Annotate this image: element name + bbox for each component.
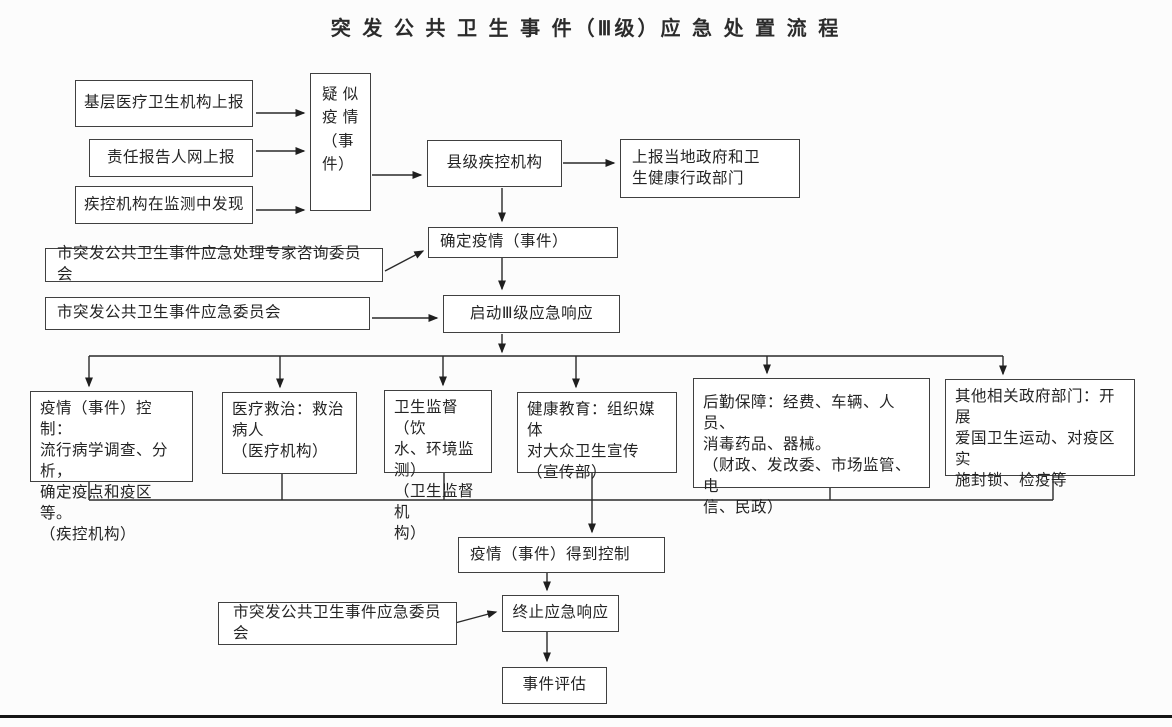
box-task-health-education: 健康教育：组织媒体 对大众卫生宣传 （宣传部） <box>517 392 677 481</box>
box-expert-advisory-committee: 市突发公共卫生事件应急处理专家咨询委员会 <box>45 245 383 283</box>
page-title: 突 发 公 共 卫 生 事 件（Ⅲ级）应 急 处 置 流 程 <box>330 18 842 40</box>
box-county-cdc: 县级疾控机构 <box>427 140 562 187</box>
box-terminate-response: 终止应急响应 <box>502 595 619 632</box>
box-confirm-epidemic: 确定疫情（事件） <box>428 227 618 258</box>
box-grassroots-report: 基层医疗卫生机构上报 <box>75 80 253 127</box>
box-event-evaluation: 事件评估 <box>502 667 607 704</box>
box-task-medical-treatment: 医疗救治：救治 病人 （医疗机构） <box>222 392 357 474</box>
box-task-health-supervision: 卫生监督（饮 水、环境监测） （卫生监督机 构） <box>384 390 492 542</box>
box-cdc-monitoring: 疾控机构在监测中发现 <box>75 186 253 224</box>
box-task-logistics: 后勤保障：经费、车辆、人员、 消毒药品、器械。 （财政、发改委、市场监管、电 信… <box>693 378 930 516</box>
box-emergency-committee-top: 市突发公共卫生事件应急委员会 <box>45 297 370 330</box>
bottom-divider <box>0 715 1172 718</box>
box-report-to-government: 上报当地政府和卫 生健康行政部门 <box>620 139 800 198</box>
box-task-epidemic-control: 疫情（事件）控制： 流行病学调查、分析， 确定疫点和疫区等。 （疾控机构） <box>30 391 193 543</box>
box-task-other-government: 其他相关政府部门：开展 爱国卫生运动、对疫区实 施封锁、检疫等 <box>945 379 1135 489</box>
box-epidemic-controlled: 疫情（事件）得到控制 <box>458 537 665 573</box>
box-responsible-reporter: 责任报告人网上报 <box>89 139 253 177</box>
box-emergency-committee-bottom: 市突发公共卫生事件应急委员会 <box>218 602 457 645</box>
box-launch-level3-response: 启动Ⅲ级应急响应 <box>443 295 620 333</box>
box-suspected-epidemic: 疑 似 疫 情 （事 件） <box>310 73 371 211</box>
